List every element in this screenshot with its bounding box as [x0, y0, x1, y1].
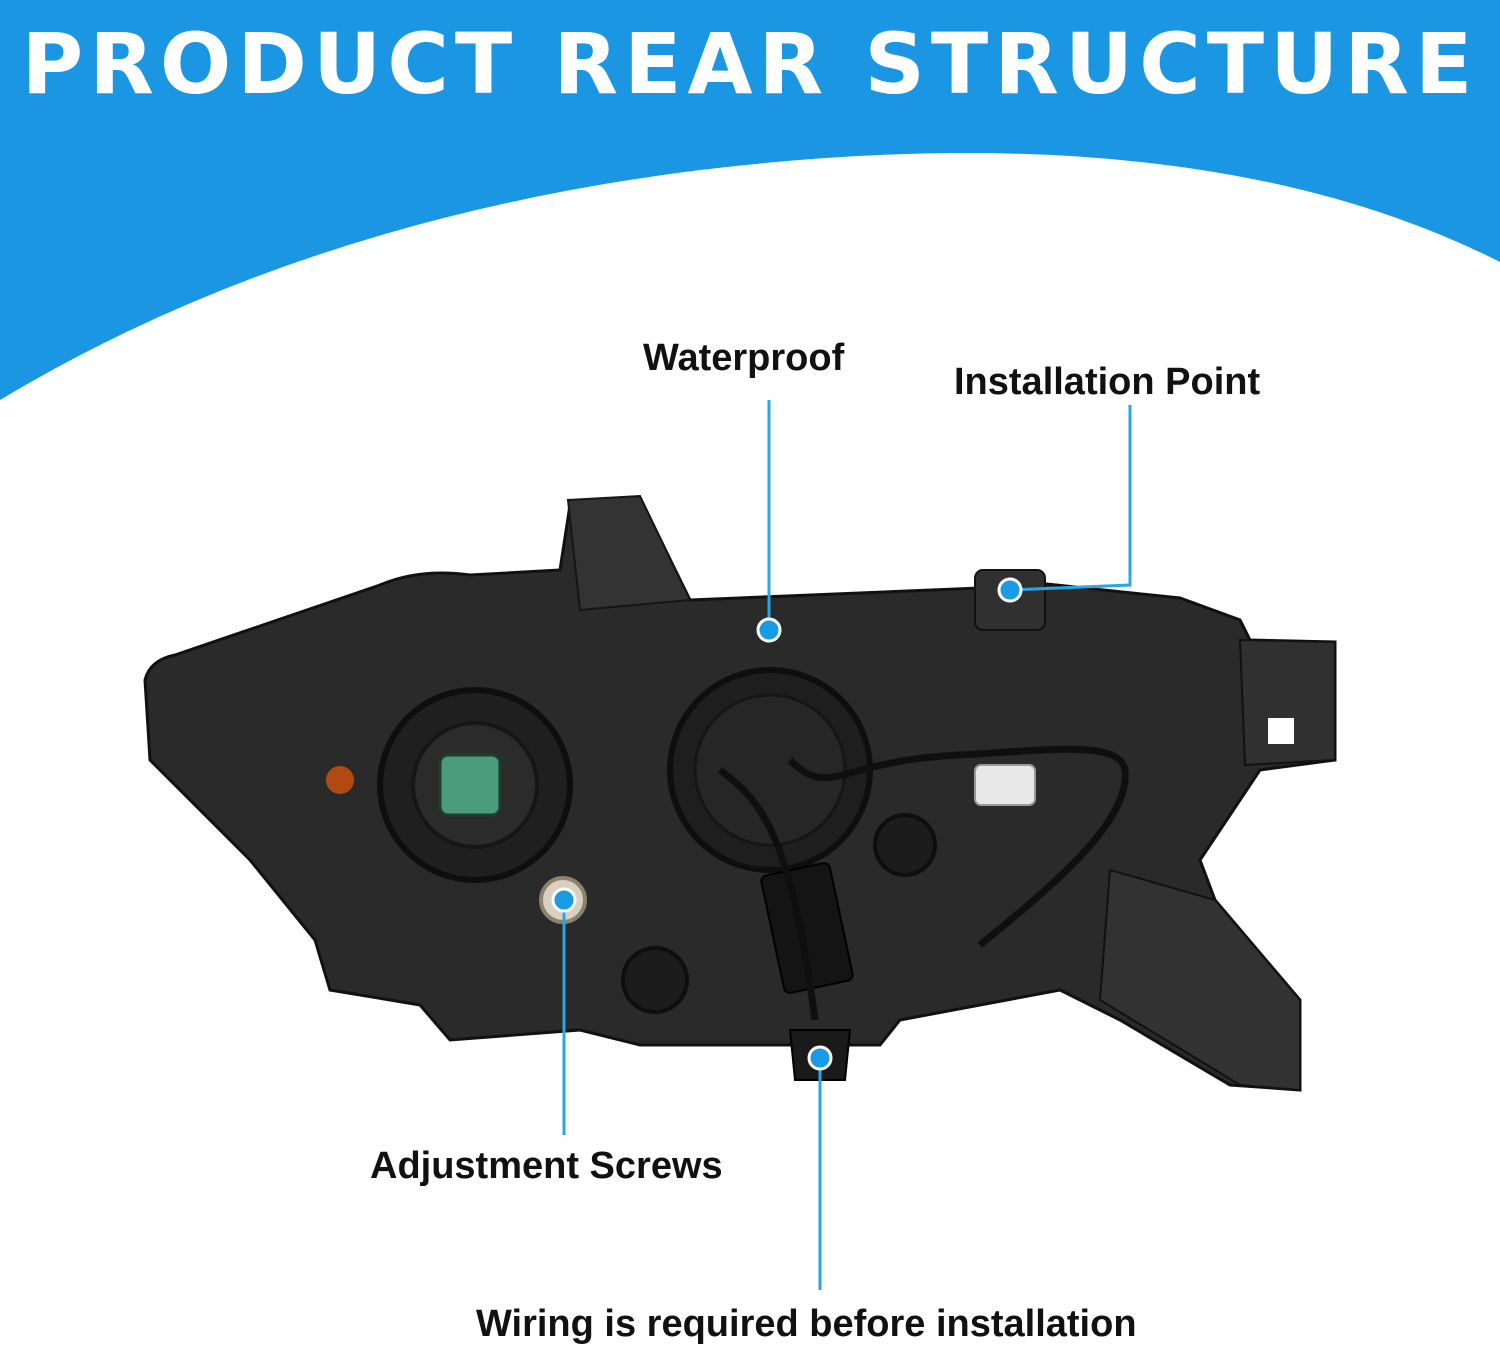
callout-dot-wiring	[807, 1045, 833, 1071]
amber-reflector	[326, 766, 354, 794]
wire-harness	[717, 745, 1129, 1021]
high-beam-cap	[693, 693, 847, 847]
label-tab	[566, 494, 692, 612]
vent-cap	[873, 813, 937, 877]
callout-label-installation-point: Installation Point	[954, 361, 1261, 403]
control-module	[760, 862, 854, 994]
headlight-housing	[143, 494, 1337, 1092]
callout-dot-adjustment	[551, 887, 577, 913]
mounting-bracket	[1238, 638, 1336, 767]
aim-boss	[621, 946, 689, 1014]
page-title: PRODUCT REAR STRUCTURE	[21, 15, 1479, 113]
lower-bracket	[1098, 868, 1301, 1092]
bulb-connector	[438, 753, 502, 817]
header-banner	[0, 0, 1500, 400]
callout-label-wiring-note: Wiring is required before installation	[476, 1303, 1137, 1345]
bracket-hole	[1268, 718, 1294, 744]
drl-bulb	[974, 764, 1036, 806]
callout-label-waterproof: Waterproof	[643, 337, 845, 379]
callout-dot-installation	[997, 577, 1023, 603]
callout-line-installation	[1009, 405, 1132, 592]
callout-label-adjustment-screws: Adjustment Screws	[370, 1145, 723, 1187]
callout-dot-waterproof	[756, 617, 782, 643]
